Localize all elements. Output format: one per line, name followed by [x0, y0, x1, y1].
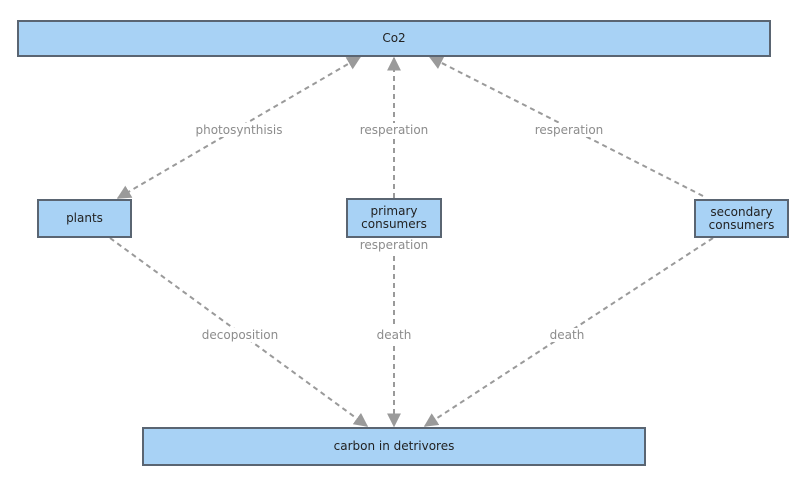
node-carbon-in-detrivores[interactable]: carbon in detrivores: [142, 427, 646, 466]
edge-label-secondary-resperation: resperation: [532, 123, 606, 137]
node-carbon-in-detrivores-label: carbon in detrivores: [333, 439, 455, 453]
edge-plants-carbon: [109, 237, 369, 427]
edge-label-decoposition: decoposition: [199, 328, 281, 342]
edge-label-primary-death: death: [374, 328, 414, 342]
node-co2[interactable]: Co2: [17, 20, 771, 57]
edge-plants-co2: [116, 56, 362, 199]
edge-label-secondary-death: death: [547, 328, 587, 342]
node-secondary-consumers[interactable]: secondary consumers: [694, 199, 789, 238]
node-plants[interactable]: plants: [37, 199, 132, 238]
edge-label-primary-resperation: resperation: [357, 123, 431, 137]
node-plants-label: plants: [66, 211, 103, 225]
edge-label-primary-resperation-lower: resperation: [357, 238, 431, 252]
edge-label-photosynthisis: photosynthisis: [193, 123, 285, 137]
node-secondary-consumers-label: secondary consumers: [708, 204, 775, 232]
node-primary-consumers-label: primary consumers: [361, 204, 427, 231]
node-co2-label: Co2: [382, 31, 406, 45]
node-primary-consumers[interactable]: primary consumers: [346, 198, 442, 238]
